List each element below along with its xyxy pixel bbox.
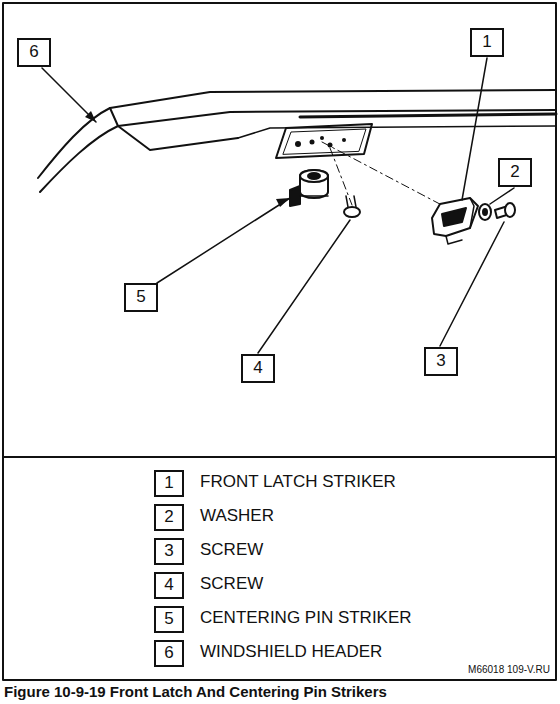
- legend-number-box: 2: [154, 504, 184, 531]
- divider: [3, 456, 556, 458]
- legend-number-box: 5: [154, 606, 184, 633]
- callout-box: 2: [498, 158, 532, 187]
- header-flange: [110, 108, 238, 150]
- legend-number-box: 4: [154, 572, 184, 599]
- figure-code: M66018 109-V.RU: [468, 664, 550, 675]
- callout-number: 2: [164, 508, 173, 527]
- figure-caption: Figure 10-9-19 Front Latch And Centering…: [4, 684, 387, 701]
- legend-number-box: 3: [154, 538, 184, 565]
- mount-plate: [276, 124, 372, 158]
- part-name: FRONT LATCH STRIKER: [200, 473, 396, 492]
- legend-number-box: 1: [154, 470, 184, 497]
- arrowheads: [85, 111, 290, 207]
- callout-number: 1: [482, 33, 491, 52]
- callout-number: 4: [253, 359, 262, 378]
- callout-box: 5: [124, 283, 158, 312]
- legend-number-box: 6: [154, 640, 184, 667]
- front-latch-striker: [432, 198, 478, 244]
- callout-number: 3: [436, 352, 445, 371]
- callout-number: 3: [164, 542, 173, 561]
- callout-box: 1: [470, 28, 504, 57]
- mount-holes: [295, 136, 346, 148]
- header-seam: [300, 114, 556, 117]
- callout-number: 2: [510, 163, 519, 182]
- callout-number: 6: [29, 43, 38, 62]
- part-name: SCREW: [200, 575, 263, 594]
- part-name: WASHER: [200, 507, 274, 526]
- screw: [495, 203, 515, 218]
- washer: [479, 204, 491, 220]
- centerline: [322, 142, 455, 212]
- screw: [344, 196, 360, 217]
- frame: [3, 3, 556, 680]
- callout-box: 3: [424, 347, 458, 376]
- callout-number: 4: [164, 576, 173, 595]
- callout-number: 1: [164, 474, 173, 493]
- callout-number: 6: [164, 644, 173, 663]
- mount-plate: [283, 129, 366, 154]
- callout-box: 6: [17, 38, 51, 67]
- part-name: WINDSHIELD HEADER: [200, 643, 382, 662]
- leader-lines: [42, 58, 514, 353]
- callout-box: 4: [241, 354, 275, 383]
- part-name: CENTERING PIN STRIKER: [200, 609, 412, 628]
- part-name: SCREW: [200, 541, 263, 560]
- callout-number: 5: [136, 288, 145, 307]
- centering-pin-striker: [290, 170, 328, 206]
- callout-number: 5: [164, 610, 173, 629]
